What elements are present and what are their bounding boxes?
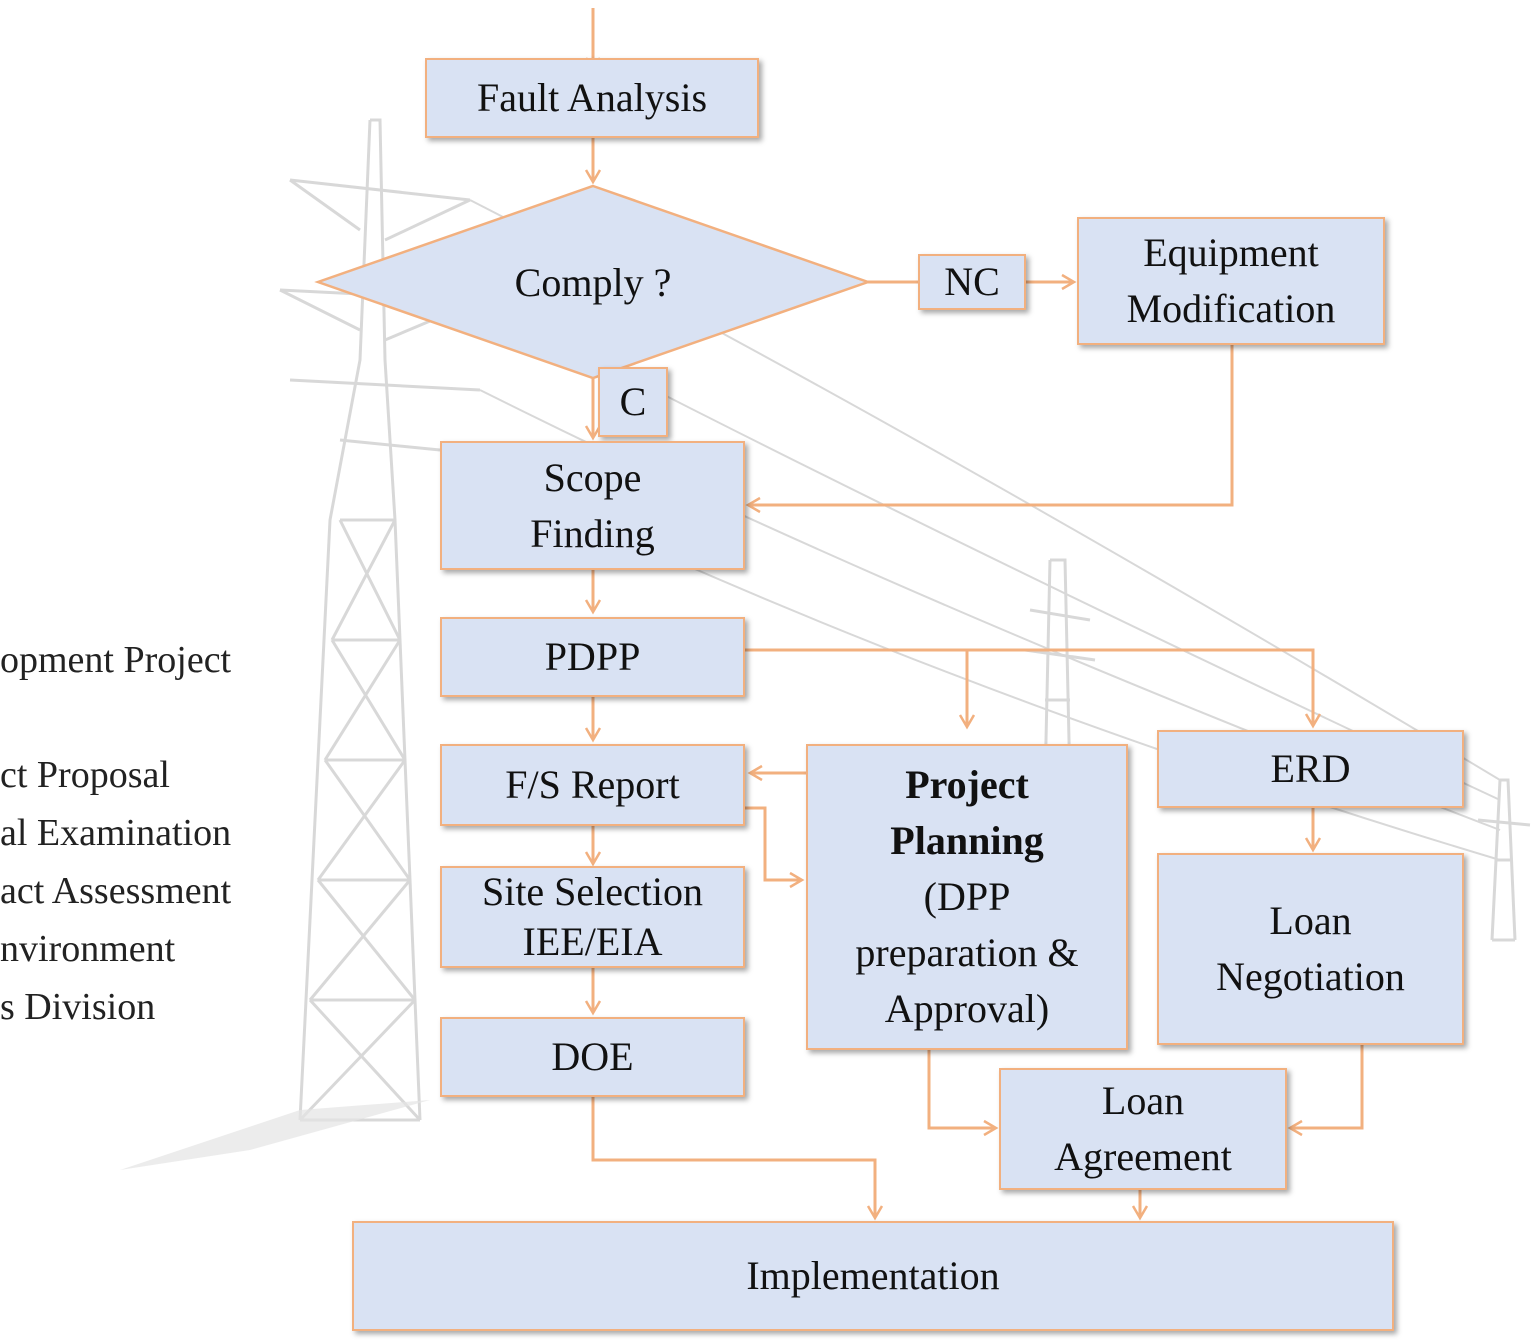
- equipment-modification-line-1: Equipment: [1143, 230, 1319, 275]
- arrow-equipment-to-scope: [745, 345, 1234, 514]
- side-text-line-2: ct Proposal: [0, 754, 170, 796]
- site-selection-box: Site Selection IEE/EIA: [440, 866, 745, 968]
- arrow-planning-to-loan-agreement: [927, 1050, 999, 1137]
- loan-agreement-line-1: Loan: [1101, 1078, 1185, 1123]
- scope-finding-box: Scope Finding: [440, 441, 745, 570]
- comply-label: Comply ?: [514, 260, 672, 305]
- loan-agreement-box: Loan Agreement: [999, 1068, 1287, 1190]
- fs-report-label: F/S Report: [505, 762, 680, 807]
- erd-box: ERD: [1157, 730, 1464, 808]
- implementation-box: Implementation: [352, 1221, 1394, 1331]
- loan-negotiation-line-1: Loan: [1269, 898, 1352, 943]
- equipment-modification-line-2: Modification: [1126, 286, 1336, 331]
- loan-negotiation-line-2: Negotiation: [1216, 954, 1405, 999]
- arrow-fs-to-planning: [745, 806, 805, 889]
- loan-agreement-line-2: Agreement: [1054, 1134, 1232, 1179]
- c-label: C: [619, 379, 647, 424]
- side-text-line-1: opment Project: [0, 639, 232, 681]
- pdpp-box: PDPP: [440, 617, 745, 697]
- fault-analysis-label: Fault Analysis: [476, 75, 708, 120]
- site-selection-line-2: IEE/EIA: [522, 919, 663, 964]
- pdpp-label: PDPP: [544, 634, 641, 679]
- arrow-negotiation-to-loan-agreement: [1287, 1045, 1364, 1137]
- arrow-doe-to-implementation: [591, 1097, 884, 1221]
- side-text-line-6: s Division: [0, 986, 156, 1028]
- scope-finding-line-2: Finding: [530, 510, 655, 556]
- c-box: C: [598, 367, 668, 437]
- doe-box: DOE: [440, 1017, 745, 1097]
- fs-report-box: F/S Report: [440, 744, 745, 826]
- scope-finding-line-1: Scope: [543, 454, 642, 500]
- project-planning-line-4: preparation &: [855, 930, 1079, 975]
- fault-analysis-box: Fault Analysis: [425, 58, 759, 138]
- project-planning-box: Project Planning (DPP preparation & Appr…: [806, 744, 1128, 1050]
- project-planning-line-5: Approval): [884, 986, 1050, 1031]
- erd-label: ERD: [1270, 746, 1351, 791]
- arrow-pdpp-to-project-planning: [745, 648, 976, 730]
- loan-negotiation-box: Loan Negotiation: [1157, 853, 1464, 1045]
- arrow-pdpp-to-erd: [967, 648, 1322, 729]
- doe-label: DOE: [551, 1034, 634, 1079]
- site-selection-line-1: Site Selection: [481, 869, 704, 914]
- side-text-line-3: al Examination: [0, 812, 232, 854]
- project-planning-bold-line-2: Planning: [890, 818, 1044, 863]
- implementation-label: Implementation: [746, 1253, 1000, 1298]
- project-planning-bold-line-1: Project: [905, 762, 1029, 807]
- equipment-modification-box: Equipment Modification: [1077, 217, 1385, 345]
- comply-decision-diamond: [314, 184, 872, 380]
- nc-label: NC: [944, 259, 1000, 304]
- side-text-line-5: nvironment: [0, 928, 176, 970]
- nc-box: NC: [918, 254, 1026, 310]
- project-planning-line-3: (DPP: [923, 874, 1011, 919]
- side-text-line-4: act Assessment: [0, 870, 232, 912]
